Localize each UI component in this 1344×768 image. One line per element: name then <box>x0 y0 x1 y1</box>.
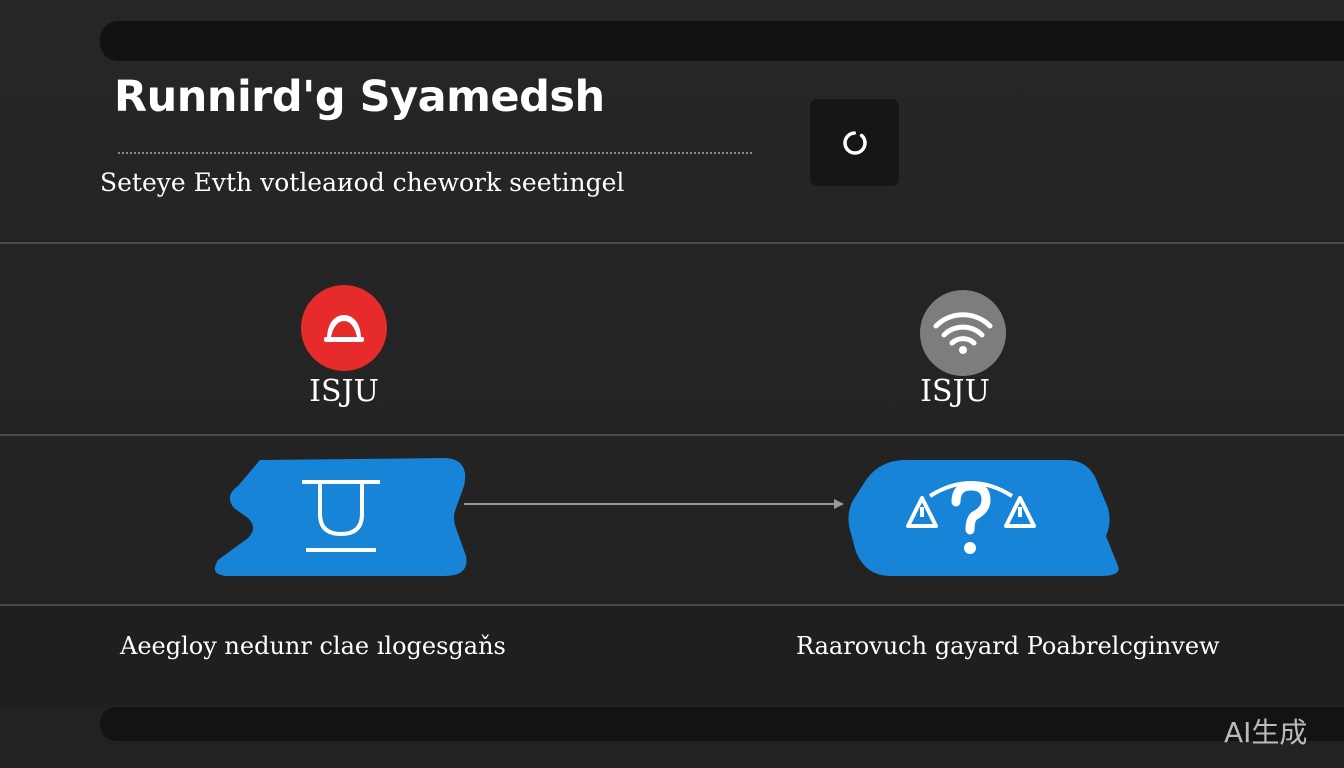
helmet-icon <box>324 315 364 342</box>
status-row: ISJU ISJU <box>0 244 1344 434</box>
status-label-left: ISJU <box>309 374 379 409</box>
status-icon-left[interactable] <box>301 285 387 371</box>
u-bracket-icon <box>302 480 380 552</box>
footer-right-text: Raarovuch gayard Poabrelcginvew <box>796 632 1220 660</box>
section-divider <box>0 604 1344 606</box>
status-icon-right[interactable] <box>920 290 1006 376</box>
wifi-icon <box>933 312 993 354</box>
footer-left-text: Aeegloy nedunr clae ılogesgaňs <box>120 632 506 660</box>
footer-band <box>0 606 1344 706</box>
page-subtitle: Seteye Evth votleaиod chework seetingel <box>100 168 625 197</box>
section-divider <box>0 434 1344 436</box>
page-title: Runnird'g Syamedsh <box>114 72 605 122</box>
flow-tag-left[interactable] <box>208 456 472 584</box>
watermark: AI生成 <box>1224 716 1308 749</box>
flow-connector-arrow <box>464 499 844 509</box>
warning-question-icon <box>906 481 1036 554</box>
title-underline <box>118 152 752 154</box>
flow-tag-right[interactable] <box>846 456 1126 584</box>
loading-ring-icon <box>842 130 867 155</box>
bottom-bar <box>100 707 1344 741</box>
section-divider <box>0 242 1344 244</box>
status-label-right: ISJU <box>920 374 990 409</box>
loading-button[interactable] <box>810 99 899 186</box>
top-bar <box>100 21 1344 61</box>
